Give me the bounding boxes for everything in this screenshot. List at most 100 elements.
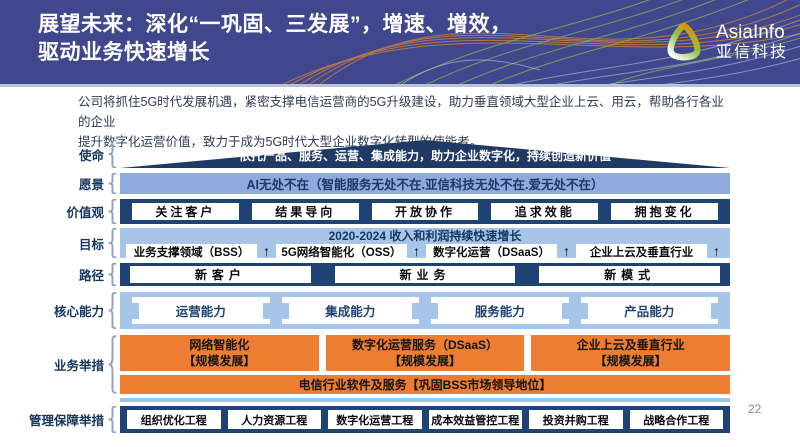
brace-icon (108, 406, 117, 433)
initiative-title: 网络智能化 (189, 338, 250, 352)
initiatives-wrap: 网络智能化 【规模发展】 数字化运营服务（DSaaS） 【规模发展】 企业上云及… (120, 335, 731, 394)
row-capabilities-head: 核心能力 (0, 292, 120, 329)
row-capabilities-label: 核心能力 (53, 305, 104, 319)
asiainfo-logo-icon (667, 22, 701, 61)
path-item: 新业务 (334, 266, 516, 283)
initiative-title: 数字化运营服务（DSaaS） (351, 338, 499, 352)
initiatives-bottom-bar: 电信行业软件及服务【巩固BSS市场领导地位】 (120, 375, 730, 394)
row-values-label: 价值观 (66, 206, 104, 220)
row-mission-label: 使命 (78, 148, 104, 163)
management-bar: 组织优化工程 人力资源工程 数字化运营工程 成本效益管控工程 投资并购工程 战略… (120, 406, 730, 433)
path-item: 新客户 (130, 266, 311, 283)
goal-item: 企业上云及垂直行业 (576, 244, 707, 259)
goals-headline: 2020-2024 收入和利润持续快速增长 (328, 229, 522, 243)
initiative-tag: 【规模发展】 (389, 354, 462, 368)
row-initiatives-body: 网络智能化 【规模发展】 数字化运营服务（DSaaS） 【规模发展】 企业上云及… (120, 335, 731, 394)
brace-icon (108, 292, 117, 329)
row-vision-head: 愿景 (0, 173, 120, 194)
banner-decoration-curves (282, 0, 800, 84)
initiative-item: 数字化运营服务（DSaaS） 【规模发展】 (325, 335, 525, 371)
intro-line1: 公司将抓住5G时代发展机遇，紧密支撑电信运营商的5G升级建设，助力垂直领域大型企… (78, 95, 724, 129)
row-management-head: 管理保障举措 (0, 406, 120, 433)
logo-name-en: AsiaInfo (715, 22, 785, 43)
row-paths-head: 路径 (0, 263, 120, 286)
brace-icon (108, 335, 117, 394)
row-capabilities: 核心能力 运营能力 集成能力 服务能力 产品能力 (0, 292, 730, 329)
goal-item: 数字化运营（DSaaS） (426, 244, 557, 259)
up-arrow-icon: ↑ (413, 243, 420, 259)
vision-bar: AI无处不在（智能服务无处不在.亚信科技无处不在.爱无处不在） (120, 173, 730, 194)
row-vision: 愿景 AI无处不在（智能服务无处不在.亚信科技无处不在.爱无处不在） (0, 173, 730, 194)
asiainfo-logo-text: AsiaInfo 亚信科技 (716, 22, 788, 62)
goals-boxes: 业务支撑领域（BSS） ↑ 5G网络智能化（OSS） ↑ 数字化运营（DSaaS… (126, 244, 724, 259)
row-divider-head (0, 398, 120, 402)
row-goals-body: 2020-2024 收入和利润持续快速增长 业务支撑领域（BSS） ↑ 5G网络… (120, 228, 730, 259)
value-item: 关注客户 (132, 203, 239, 220)
management-item: 成本效益管控工程 (428, 410, 522, 429)
row-vision-label: 愿景 (78, 178, 104, 192)
goal-item: 业务支撑领域（BSS） (126, 244, 257, 259)
row-values-body: 关注客户 结果导向 开放协作 追求效能 拥抱变化 (120, 199, 730, 224)
management-item: 数字化运营工程 (328, 410, 422, 429)
value-item: 追求效能 (491, 203, 599, 220)
page-title-line2: 驱动业务快速增长 (38, 41, 210, 64)
capability-item: 服务能力 (431, 297, 569, 324)
page-title-line1: 展望未来：深化“一巩固、三发展”，增速、增效， (38, 13, 512, 36)
initiative-item: 网络智能化 【规模发展】 (120, 335, 319, 371)
value-item: 结果导向 (251, 203, 359, 220)
brace-icon (108, 173, 117, 194)
initiatives-boxes: 网络智能化 【规模发展】 数字化运营服务（DSaaS） 【规模发展】 企业上云及… (120, 335, 731, 371)
page-number: 22 (748, 402, 762, 416)
management-item: 投资并购工程 (529, 410, 623, 429)
row-capabilities-body: 运营能力 集成能力 服务能力 产品能力 (120, 292, 730, 329)
row-values: 价值观 关注客户 结果导向 开放协作 追求效能 拥抱变化 (0, 199, 730, 224)
mission-triangle: 依托产品、服务、运营、集成能力，助力企业数字化，持续创造新价值 (120, 140, 730, 168)
values-bar: 关注客户 结果导向 开放协作 追求效能 拥抱变化 (120, 199, 730, 224)
brace-icon (108, 140, 117, 168)
row-management-label: 管理保障举措 (28, 414, 104, 428)
brace-icon (108, 263, 117, 286)
row-management-body: 组织优化工程 人力资源工程 数字化运营工程 成本效益管控工程 投资并购工程 战略… (120, 406, 730, 433)
goal-item: 5G网络智能化（OSS） (276, 244, 407, 259)
value-item: 拥抱变化 (611, 203, 718, 220)
paths-bar: 新客户 新业务 新模式 (120, 263, 730, 286)
initiative-item: 企业上云及垂直行业 【规模发展】 (531, 335, 731, 371)
row-vision-body: AI无处不在（智能服务无处不在.亚信科技无处不在.爱无处不在） (120, 173, 730, 194)
row-initiatives: 业务举措 网络智能化 【规模发展】 数字化运营服务（DSaaS） 【规模发展】 (0, 335, 731, 394)
row-paths: 路径 新客户 新业务 新模式 (0, 263, 730, 286)
row-goals-label: 目标 (78, 237, 104, 252)
initiative-tag: 【规模发展】 (183, 354, 256, 368)
row-goals-head: 目标 (0, 228, 120, 258)
value-item: 开放协作 (371, 203, 479, 220)
goals-bar: 2020-2024 收入和利润持续快速增长 业务支撑领域（BSS） ↑ 5G网络… (120, 228, 730, 259)
row-paths-body: 新客户 新业务 新模式 (120, 263, 730, 286)
capability-item: 运营能力 (132, 297, 270, 324)
up-arrow-icon: ↑ (563, 243, 570, 259)
page-title: 展望未来：深化“一巩固、三发展”，增速、增效， 驱动业务快速增长 (38, 11, 512, 67)
capability-item: 集成能力 (281, 297, 419, 324)
row-mission-body: 依托产品、服务、运营、集成能力，助力企业数字化，持续创造新价值 (120, 140, 730, 168)
row-management: 管理保障举措 组织优化工程 人力资源工程 数字化运营工程 成本效益管控工程 投资… (0, 406, 730, 433)
row-divider-body (120, 398, 730, 402)
capabilities-bar: 运营能力 集成能力 服务能力 产品能力 (120, 292, 730, 329)
up-arrow-icon: ↑ (713, 243, 720, 259)
brace-icon (108, 228, 117, 258)
management-item: 组织优化工程 (127, 410, 221, 429)
management-item: 人力资源工程 (227, 410, 321, 429)
row-paths-label: 路径 (78, 269, 104, 283)
light-blue-divider (120, 398, 730, 402)
row-mission-head: 使命 (0, 140, 120, 168)
logo-name-zh: 亚信科技 (715, 44, 788, 61)
brace-icon (108, 199, 117, 224)
path-item: 新模式 (539, 266, 721, 283)
mission-text: 依托产品、服务、运营、集成能力，助力企业数字化，持续创造新价值 (238, 149, 611, 163)
management-item: 战略合作工程 (629, 410, 723, 429)
up-arrow-icon: ↑ (263, 243, 270, 259)
row-mission: 使命 依托产品、服务、运营、集成能力，助力企业数字化，持续创造新价值 (0, 140, 730, 168)
row-goals: 目标 2020-2024 收入和利润持续快速增长 业务支撑领域（BSS） ↑ 5… (0, 228, 730, 259)
capability-item: 产品能力 (580, 297, 718, 324)
initiative-tag: 【规模发展】 (594, 354, 667, 368)
row-initiatives-head: 业务举措 (0, 335, 120, 394)
row-initiatives-label: 业务举措 (53, 359, 104, 373)
